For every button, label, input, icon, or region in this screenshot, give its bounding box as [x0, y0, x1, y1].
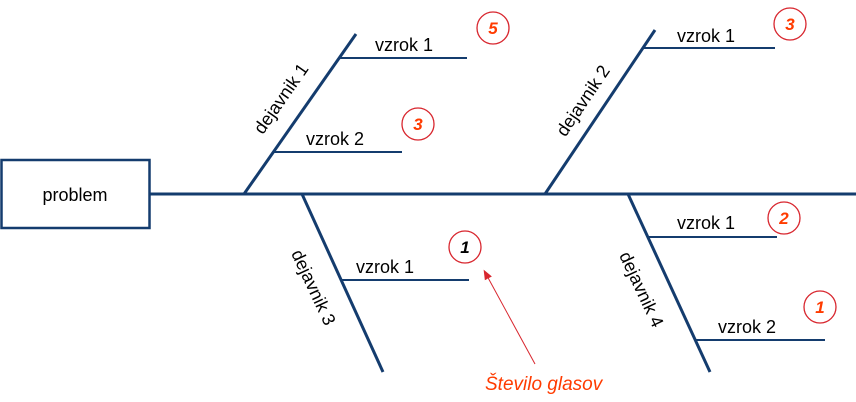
vote-circle	[773, 7, 807, 41]
problem-label: problem	[42, 185, 107, 205]
vote-count: 1	[460, 238, 469, 257]
vote-circle	[401, 107, 435, 141]
factor-bone	[626, 193, 712, 373]
factor-label: dejavnik 2	[552, 61, 614, 139]
vote-circle	[803, 290, 837, 324]
vote-count: 1	[815, 298, 824, 317]
factor-1: dejavnik 1 vzrok 1 5 vzrok 2 3	[242, 11, 510, 195]
factor-2: dejavnik 2 vzrok 1 3	[543, 7, 807, 195]
vote-count: 5	[488, 19, 498, 38]
annotation-arrow	[483, 269, 536, 365]
cause-label: vzrok 1	[375, 35, 433, 55]
factor-bone	[543, 29, 657, 195]
factor-bone	[300, 193, 385, 373]
vote-count: 3	[785, 15, 795, 34]
factor-label: dejavnik 1	[250, 60, 313, 138]
cause-label: vzrok 2	[306, 129, 364, 149]
vote-count: 2	[778, 209, 789, 228]
factor-4: dejavnik 4 vzrok 1 2 vzrok 2 1	[615, 193, 837, 373]
factor-bone	[242, 33, 358, 195]
problem-box: problem	[0, 158, 151, 230]
annotation-label: Število glasov	[485, 373, 604, 395]
cause-label: vzrok 1	[356, 257, 414, 277]
factor-3: dejavnik 3 vzrok 1 1	[287, 193, 482, 373]
cause-label: vzrok 2	[718, 317, 776, 337]
cause-label: vzrok 1	[677, 213, 735, 233]
vote-circle	[476, 11, 510, 45]
vote-circle	[448, 230, 482, 264]
vote-count: 3	[413, 115, 423, 134]
vote-circle	[767, 201, 801, 235]
cause-label: vzrok 1	[677, 26, 735, 46]
